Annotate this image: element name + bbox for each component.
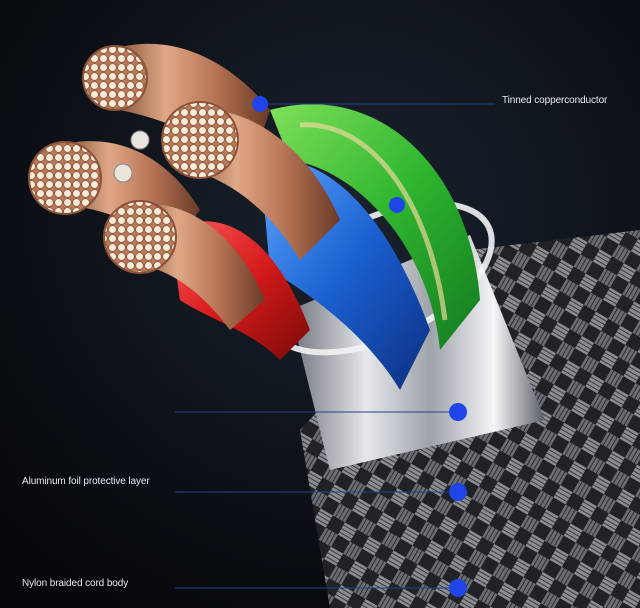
marker-dot — [449, 403, 467, 421]
label-tinned-copper-conductor: Tinned copperconductor — [502, 95, 608, 106]
leader-lines — [175, 103, 495, 589]
steel-strand-core — [113, 163, 133, 183]
copper-conductor-bundle-2 — [161, 101, 340, 260]
label-aluminum-foil-layer: Aluminum foil protective layer — [22, 476, 150, 487]
steel-strand-core — [130, 130, 150, 150]
marker-dot — [252, 96, 268, 112]
marker-dot — [449, 483, 467, 501]
copper-conductor-bundle-4 — [103, 200, 265, 330]
label-nylon-braided-cord: Nylon braided cord body — [22, 578, 129, 589]
green-insulated-wire — [270, 104, 480, 350]
marker-dot — [449, 579, 467, 597]
marker-dot — [389, 197, 405, 213]
